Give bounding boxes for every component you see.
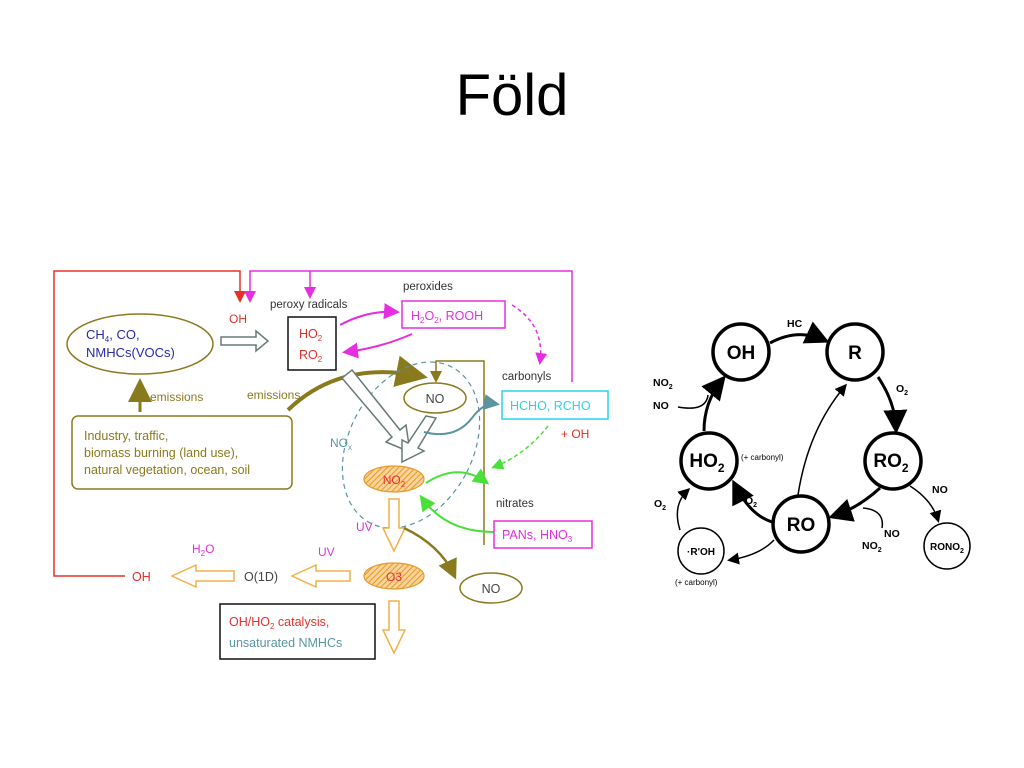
nitrates-label: nitrates xyxy=(496,498,534,510)
no2-ellipse xyxy=(363,465,425,493)
node-ro2-label: RO2 xyxy=(873,451,909,475)
carbonyls-box xyxy=(501,390,609,420)
peroxides-to-carbonyls-dashed xyxy=(511,304,548,365)
sources-line1: CH4, CO, xyxy=(86,327,140,344)
node-ro-label: RO xyxy=(787,515,816,536)
carbonyls-label: carbonyls xyxy=(502,371,551,383)
o3-label: O3 xyxy=(386,570,402,584)
no2-to-o3-hollow-arrow xyxy=(381,498,407,553)
r-to-ro2-arrow xyxy=(876,376,908,434)
o1d-label: O(1D) xyxy=(244,570,278,584)
peroxides-to-peroxy-arrow xyxy=(342,333,413,359)
node-roh xyxy=(677,527,725,575)
ro-to-roh-arrow xyxy=(727,539,775,565)
catalysis-line1: OH/HO2 catalysis, xyxy=(229,615,329,631)
h2o-label: H2O xyxy=(192,542,214,558)
no-upper: NO xyxy=(426,392,445,406)
no-lower-ellipse xyxy=(459,572,523,604)
no-to-no2-hollow-arrow xyxy=(401,415,438,464)
no2-to-no-lower-arrow xyxy=(403,526,457,580)
label-no2-ro: NO2 xyxy=(862,540,882,554)
label-o2-r: O2 xyxy=(896,383,908,397)
oh-to-peroxy-hollow-arrow xyxy=(220,329,270,353)
o3-to-o1d-hollow-arrow xyxy=(290,563,351,589)
node-oh-label: OH xyxy=(727,343,756,364)
node-rono2-label: RONO2 xyxy=(930,542,964,555)
label-carbonyl-roh: (+ carbonyl) xyxy=(675,578,718,587)
nox-dashed-ellipse xyxy=(341,361,481,529)
carbonyls-text: HCHO, RCHO xyxy=(510,399,591,413)
no2-label: NO2 xyxy=(383,473,406,489)
carbonyls-plus-oh: + OH xyxy=(561,427,589,441)
nitrates-box xyxy=(493,520,593,549)
uv-label-1: UV xyxy=(356,520,373,534)
ro-to-r-arrow xyxy=(797,383,847,496)
nox-label: NOx xyxy=(330,436,352,452)
red-feedback-line xyxy=(53,270,246,577)
emissions-label-2: emissions xyxy=(247,388,300,402)
carbonyls-to-nitrates-dashed xyxy=(491,425,549,470)
peroxides-text: H2O2, ROOH xyxy=(411,309,483,325)
node-r xyxy=(825,322,885,382)
ho2-to-oh-arrow xyxy=(701,375,726,432)
magenta-top-line xyxy=(244,270,573,382)
roh-to-ho2-arrow xyxy=(676,487,691,531)
label-o2-left: O2 xyxy=(654,498,666,512)
ro2-to-ro-arrow xyxy=(828,486,882,522)
label-no-right: NO xyxy=(932,484,948,496)
ro2-to-rono2-arrow xyxy=(909,485,942,523)
catalysis-line2: unsaturated NMHCs xyxy=(229,636,342,650)
peroxy-to-peroxides-arrow xyxy=(339,303,400,326)
oh-bottom: OH xyxy=(132,570,151,584)
nitrates-to-no2-arrow xyxy=(419,494,495,533)
o3-ellipse xyxy=(363,562,425,590)
label-hc: HC xyxy=(787,318,803,330)
peroxy-ho2: HO2 xyxy=(299,327,323,343)
peroxy-to-no2-hollow-arrow xyxy=(340,368,411,454)
label-no-ro: NO xyxy=(884,528,900,540)
uv-label-2: UV xyxy=(318,545,335,559)
no-at-ro2-arrow xyxy=(862,507,884,529)
peroxy-ro2: RO2 xyxy=(299,348,323,364)
emission-sources-line2: biomass burning (land use), xyxy=(84,446,238,460)
oh-top: OH xyxy=(229,312,247,326)
left-diagram: CH4, CO, NMHCs(VOCs) emissions Industry,… xyxy=(53,270,609,660)
label-no2-left: NO2 xyxy=(653,377,673,391)
peroxy-radicals-label: peroxy radicals xyxy=(270,299,348,311)
right-diagram: OH R HO2 RO2 RO ·R'OH RONO2 HC O2 NO2 NO… xyxy=(653,318,971,587)
node-ho2-label: HO2 xyxy=(689,451,725,475)
peroxides-box xyxy=(401,300,506,329)
node-r-label: R xyxy=(848,343,862,364)
peroxides-label: peroxides xyxy=(403,281,453,293)
emissions-label-1: emissions xyxy=(150,390,203,404)
olive-loop-line xyxy=(430,360,485,545)
node-roh-label: ·R'OH xyxy=(687,547,715,558)
node-oh xyxy=(711,322,771,382)
no-no2-at-oh-arrow xyxy=(677,394,709,409)
emission-sources-line1: Industry, traffic, xyxy=(84,429,168,443)
node-rono2 xyxy=(923,522,971,570)
no-to-carbonyls-arrow xyxy=(423,394,500,436)
sources-line2: NMHCs(VOCs) xyxy=(86,345,175,360)
ro-to-ho2-arrow xyxy=(732,479,773,524)
no-lower: NO xyxy=(482,582,501,596)
node-ho2 xyxy=(679,431,739,491)
no2-to-nitrates-arrow xyxy=(425,468,490,485)
emission-sources-line3: natural vegetation, ocean, soil xyxy=(84,463,250,477)
sources-ellipse xyxy=(66,313,214,375)
slide-title: Föld xyxy=(455,63,569,128)
o3-down-hollow-arrow xyxy=(381,600,407,655)
no-upper-ellipse xyxy=(403,382,467,414)
o1d-to-oh-hollow-arrow xyxy=(170,563,235,589)
peroxy-radicals-box xyxy=(287,316,337,371)
label-carbonyl-ho2: (+ carbonyl) xyxy=(741,453,784,462)
label-no-left: NO xyxy=(653,400,669,412)
oh-to-r-arrow xyxy=(769,321,830,345)
nitrates-text: PANs, HNO3 xyxy=(502,528,573,544)
emission-sources-box xyxy=(71,415,293,490)
node-ro xyxy=(771,494,831,554)
label-o2-mid: O2 xyxy=(745,495,757,509)
catalysis-box xyxy=(219,603,376,660)
